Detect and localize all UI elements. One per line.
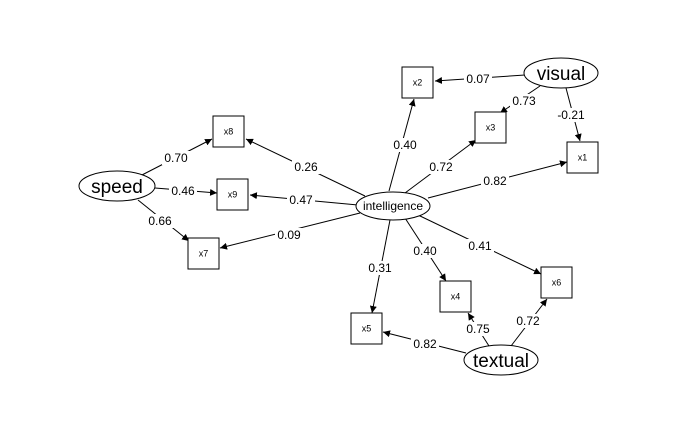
edge-label-speed-x7: 0.66 [148, 214, 172, 228]
edge-visual-x3: 0.73 [499, 85, 541, 114]
latent-label-intelligence: intelligence [363, 199, 423, 213]
observed-node-x4[interactable]: x4 [439, 280, 472, 313]
edge-intelligence-x7: 0.09 [219, 212, 361, 250]
edge-intelligence-x3: 0.72 [404, 139, 477, 194]
edge-intelligence-x9: 0.47 [249, 192, 359, 207]
edges-layer: 0.26 0.47 0.09 0.40 0.72 [137, 72, 587, 354]
edge-textual-x5: 0.82 [382, 330, 467, 354]
observed-label-x7: x7 [199, 249, 209, 259]
edge-label-intelligence-x2: 0.40 [393, 138, 417, 152]
observed-node-x1[interactable]: x1 [566, 141, 599, 174]
edge-speed-x8: 0.70 [139, 138, 213, 177]
edge-intelligence-x4: 0.40 [404, 217, 447, 282]
observed-node-x8[interactable]: x8 [212, 115, 245, 148]
latent-label-visual: visual [537, 64, 586, 85]
observed-node-x2[interactable]: x2 [401, 66, 434, 99]
observed-label-x8: x8 [224, 127, 234, 137]
edge-label-intelligence-x3: 0.72 [429, 160, 453, 174]
edge-label-speed-x8: 0.70 [164, 151, 188, 165]
latent-label-textual: textual [473, 351, 529, 372]
observed-node-x9[interactable]: x9 [216, 178, 249, 211]
edge-label-speed-x9: 0.46 [171, 184, 195, 198]
observed-label-x9: x9 [228, 190, 238, 200]
edge-speed-x7: 0.66 [137, 199, 190, 242]
observed-node-x6[interactable]: x6 [540, 266, 573, 299]
observed-label-x4: x4 [451, 292, 461, 302]
edge-label-intelligence-x7: 0.09 [277, 228, 301, 242]
observed-label-x3: x3 [486, 123, 496, 133]
edge-intelligence-x5: 0.31 [366, 219, 394, 314]
edge-speed-x9: 0.46 [154, 184, 218, 198]
observed-label-x1: x1 [578, 153, 588, 163]
latent-node-speed[interactable]: speed [78, 170, 156, 202]
edge-textual-x6: 0.72 [510, 298, 548, 347]
edge-intelligence-x2: 0.40 [388, 98, 419, 192]
observed-nodes-layer: x1 x2 x3 x4 x5 x6 x7 x8 [187, 66, 599, 345]
edge-label-intelligence-x4: 0.40 [413, 244, 437, 258]
edge-label-visual-x3: 0.73 [512, 94, 536, 108]
edge-label-visual-x2: 0.07 [466, 72, 490, 86]
edge-label-intelligence-x6: 0.41 [468, 239, 492, 253]
edge-label-intelligence-x8: 0.26 [294, 160, 318, 174]
edge-label-intelligence-x1: 0.82 [483, 174, 507, 188]
latent-node-visual[interactable]: visual [523, 57, 599, 89]
edge-intelligence-x1: 0.82 [427, 160, 568, 199]
observed-node-x3[interactable]: x3 [474, 111, 507, 144]
observed-node-x5[interactable]: x5 [350, 312, 383, 345]
latent-node-intelligence[interactable]: intelligence [355, 191, 431, 221]
observed-node-x7[interactable]: x7 [187, 237, 220, 270]
edge-intelligence-x8: 0.26 [245, 138, 366, 197]
edge-label-intelligence-x9: 0.47 [289, 193, 313, 207]
observed-label-x6: x6 [552, 278, 562, 288]
edge-label-textual-x4: 0.75 [466, 322, 490, 336]
edge-textual-x4: 0.75 [464, 312, 492, 347]
edge-visual-x1: -0.21 [555, 87, 587, 142]
observed-label-x2: x2 [413, 78, 423, 88]
edge-label-textual-x5: 0.82 [413, 337, 437, 351]
edge-intelligence-x6: 0.41 [417, 214, 542, 275]
observed-label-x5: x5 [362, 324, 372, 334]
edge-label-textual-x6: 0.72 [516, 314, 540, 328]
edge-label-intelligence-x5: 0.31 [368, 261, 392, 275]
latent-node-textual[interactable]: textual [463, 344, 539, 376]
edge-label-visual-x1: -0.21 [557, 108, 585, 122]
latent-label-speed: speed [91, 177, 143, 198]
latent-nodes-layer: intelligence speed visual textual [78, 57, 599, 376]
edge-visual-x2: 0.07 [434, 72, 526, 86]
